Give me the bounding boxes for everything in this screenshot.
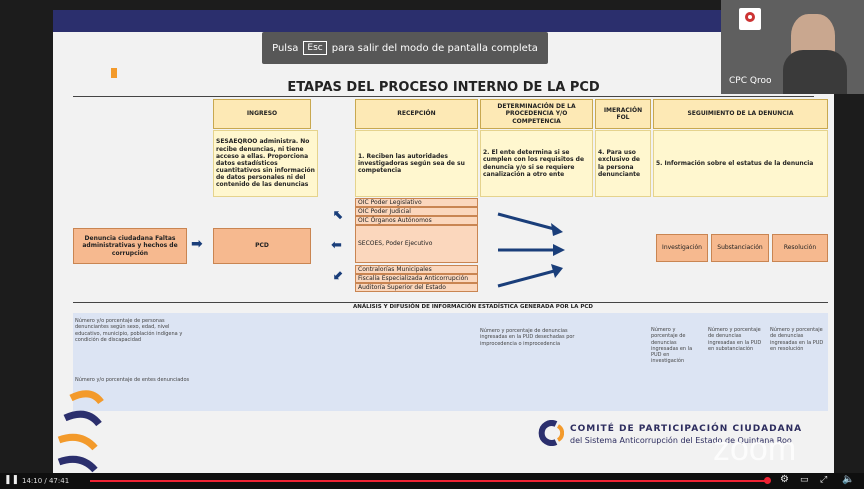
slide-top-band [53, 10, 834, 32]
banner-pulsa: Pulsa [272, 42, 299, 54]
ingreso-description: SESAEQROO administra. No recibe denuncia… [213, 130, 318, 197]
volume-icon[interactable]: 🔈 [842, 474, 855, 485]
analysis-divider [73, 302, 828, 303]
banner-text: para salir del modo de pantalla completa [331, 42, 538, 54]
stage-resolucion: Resolución [772, 234, 828, 262]
analysis-substanciacion: Número y porcentaje de denuncias ingresa… [708, 327, 762, 352]
settings-gear-icon[interactable]: ⚙ [780, 474, 789, 485]
recepcion-description: 1. Reciben las autoridades investigadora… [355, 130, 478, 197]
playback-time: 14:10 / 47:41 [22, 477, 70, 485]
participant-name: CPC Qroo [729, 76, 772, 86]
analysis-desechadas: Número y porcentaje de denuncias ingresa… [480, 328, 575, 347]
fullscreen-exit-banner: Pulsa Esc para salir del modo de pantall… [262, 32, 548, 64]
entity-item: SECOES, Poder Ejecutivo [355, 225, 478, 263]
analysis-personas: Número y/o porcentaje de personas denunc… [75, 318, 183, 343]
progress-handle[interactable] [764, 477, 771, 484]
orange-accent-mark [111, 68, 117, 78]
header-determinacion: DETERMINACIÓN DE LA PROCEDENCIA Y/O COMP… [480, 99, 593, 129]
denuncia-ciudadana-box: Denuncia ciudadana Faltas administrativa… [73, 228, 187, 264]
entity-item: OIC Poder Judicial [355, 207, 478, 216]
header-recepcion: RECEPCIÓN [355, 99, 478, 129]
cpc-brand-title: COMITÉ DE PARTICIPACIÓN CIUDADANA [570, 424, 803, 434]
entity-item: Contralorías Municipales [355, 265, 478, 274]
decorative-logo [57, 390, 104, 473]
stage-investigacion: Investigación [656, 234, 708, 262]
presenter-shoulders [783, 50, 847, 94]
header-ingreso: INGRESO [213, 99, 311, 129]
header-seguimiento: SEGUIMIENTO DE LA DENUNCIA [653, 99, 828, 129]
presenter-video: CPC Qroo [721, 0, 864, 94]
pcd-box: PCD [213, 228, 311, 264]
arrow-downleft-icon: ⬋ [333, 268, 344, 283]
analysis-investigacion: Número y porcentaje de denuncias ingresa… [651, 327, 693, 365]
analysis-entes: Número y/o porcentaje de entes denunciad… [75, 377, 190, 383]
title-divider [73, 96, 814, 97]
entity-item: OIC Órganos Autónomos [355, 216, 478, 225]
slide-title: ETAPAS DEL PROCESO INTERNO DE LA PCD [287, 80, 600, 95]
analysis-header: ANÁLISIS Y DIFUSIÓN DE INFORMACIÓN ESTAD… [353, 304, 593, 311]
window-icon[interactable]: ▭ [800, 475, 809, 485]
fullscreen-icon[interactable]: ⤢ [820, 475, 828, 485]
stage-substanciacion: Substanciación [711, 234, 769, 262]
cpc-badge-icon [739, 8, 761, 30]
zoom-watermark: zoom [713, 430, 797, 468]
numeracion-description: 4. Para uso exclusivo de la persona denu… [595, 130, 651, 197]
determinacion-description: 2. El ente determina si se cumplen con l… [480, 130, 593, 197]
presentation-slide: ETAPAS DEL PROCESO INTERNO DE LA PCD ING… [53, 10, 834, 473]
arrows-right-graphic [497, 212, 565, 288]
analysis-resolucion: Número y porcentaje de denuncias ingresa… [770, 327, 824, 352]
entity-item: Auditoría Superior del Estado [355, 283, 478, 292]
header-numeracion: IMERACIÓN FOL [595, 99, 651, 129]
entity-item: Fiscalía Especializada Anticorrupción [355, 274, 478, 283]
analysis-band [73, 313, 828, 411]
cpc-logo-icon [538, 420, 564, 446]
esc-key[interactable]: Esc [303, 41, 327, 55]
entity-item: OIC Poder Legislativo [355, 198, 478, 207]
arrow-left-icon: ⬅ [331, 238, 342, 253]
progress-fill [90, 480, 766, 482]
arrow-upleft-icon: ⬉ [333, 208, 344, 223]
arrow-right-icon: ➡ [191, 236, 203, 252]
seguimiento-description: 5. Información sobre el estatus de la de… [653, 130, 828, 197]
pause-icon[interactable]: ❚❚ [4, 475, 20, 485]
cpc-brand-subtitle: del Sistema Anticorrupción del Estado de… [570, 436, 792, 445]
